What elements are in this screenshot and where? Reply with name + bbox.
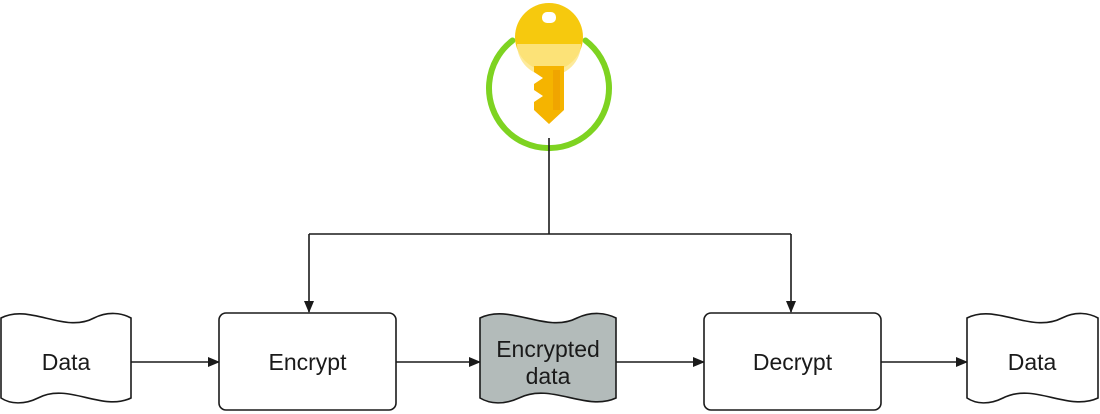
key-connectors <box>304 138 796 313</box>
key-head-highlight <box>517 44 581 76</box>
encrypted-data-label-line2: data <box>526 363 571 389</box>
decrypt-node: Decrypt <box>703 312 882 411</box>
data-output-label: Data <box>1008 349 1057 375</box>
data-input-node: Data <box>0 312 132 404</box>
encrypted-data-label-line1: Encrypted <box>496 336 600 362</box>
key-icon <box>486 3 612 152</box>
key-hole <box>542 12 556 23</box>
data-input-shape <box>0 312 132 404</box>
encrypted-data-node: Encrypted data <box>479 312 617 404</box>
data-output-node: Data <box>966 312 1099 404</box>
data-input-label: Data <box>42 349 91 375</box>
encrypt-node: Encrypt <box>218 312 397 411</box>
key-shaft-shadow <box>553 70 560 110</box>
encrypted-data-shape <box>479 312 617 404</box>
data-output-shape <box>966 312 1099 404</box>
encrypt-box <box>218 312 397 411</box>
decrypt-label: Decrypt <box>753 349 833 375</box>
encrypt-label: Encrypt <box>269 349 348 375</box>
decrypt-box <box>703 312 882 411</box>
